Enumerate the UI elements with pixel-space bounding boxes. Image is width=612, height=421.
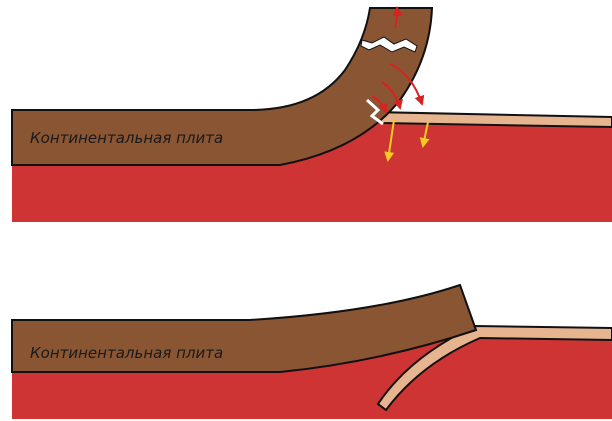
continental-plate-label-bottom: Континентальная плита bbox=[30, 344, 223, 362]
panel-top: Континентальная плита bbox=[12, 8, 612, 222]
panel-bottom: Континентальная плита bbox=[12, 285, 612, 419]
continental-plate-label-top: Континентальная плита bbox=[30, 129, 223, 147]
